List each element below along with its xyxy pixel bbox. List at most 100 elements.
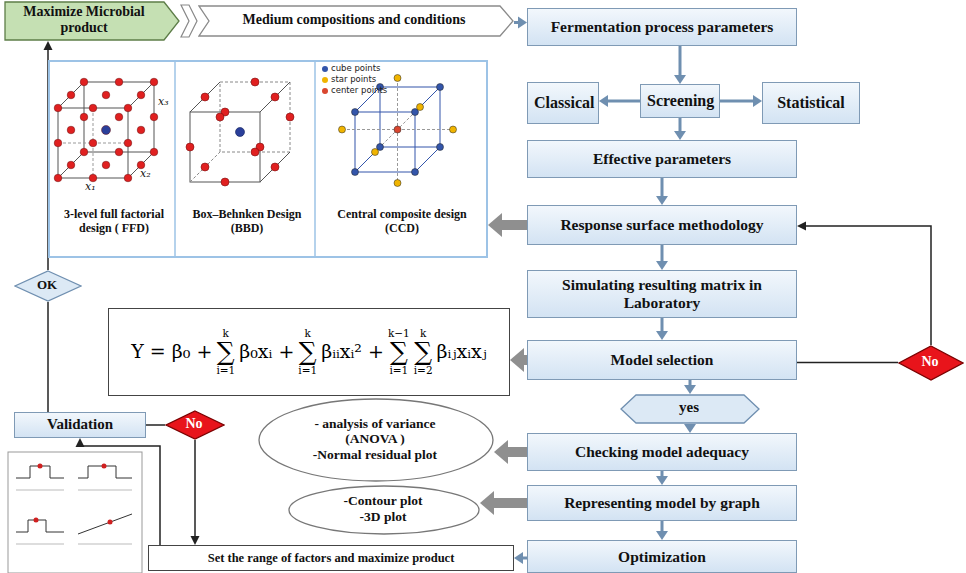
design-point	[124, 139, 132, 147]
node-shape	[199, 6, 513, 36]
connector-line	[607, 100, 640, 103]
equation-text: i=2	[414, 365, 433, 376]
design-point	[150, 113, 158, 121]
legend-text: star points	[331, 75, 376, 84]
flow-connector	[514, 552, 527, 564]
design-point	[80, 113, 88, 121]
design-point	[124, 104, 132, 112]
node-text: Medium compositions and conditions	[243, 12, 466, 28]
text-area: No	[177, 415, 211, 434]
node-shape	[899, 346, 963, 380]
node-text: - analysis of variance (ANOVA )	[289, 416, 462, 447]
flow-connector	[76, 438, 161, 545]
action-box: Set the range of factors and maximize pr…	[148, 545, 514, 571]
design-point	[89, 139, 97, 147]
equation-term: k−1∑i=1	[388, 328, 410, 376]
arrow-head	[518, 17, 527, 29]
node-text: No	[921, 354, 938, 370]
connector-line	[80, 446, 160, 545]
text-area: -Contour plot-3D plot	[313, 492, 453, 526]
design-point	[115, 113, 123, 121]
equation-term: Y = β₀ +	[131, 342, 212, 362]
text-area: Maximize Microbial product	[10, 4, 158, 36]
node-text: Classical	[534, 94, 592, 112]
arrow-head	[510, 348, 524, 372]
flow-connector	[684, 380, 696, 394]
equation-row: Y = β₀ +k∑i=1β₀xᵢ +k∑i=1βᵢᵢxᵢ² +k−1∑i=1k…	[117, 313, 501, 391]
design-point	[54, 104, 62, 112]
text-area: Model selection	[534, 344, 790, 376]
flow-connector	[656, 318, 668, 340]
design-point	[67, 161, 75, 169]
process-box: Optimization	[527, 540, 797, 573]
design-caption: Box–Behnken Design (BBD)	[182, 208, 312, 236]
connector-line	[689, 380, 692, 386]
text-area: Screening	[647, 88, 713, 114]
text-area: Set the range of factors and maximize pr…	[155, 549, 507, 567]
method-ellipse: - analysis of variance (ANOVA )-Normal r…	[258, 398, 494, 482]
legend-swatch	[322, 66, 328, 72]
design-point	[67, 91, 75, 99]
method-box: Statistical	[762, 82, 860, 124]
connector-line	[194, 440, 196, 537]
node-text: Checking model adequacy	[575, 443, 749, 461]
equation-text: ∑	[414, 339, 432, 365]
arrow-head	[797, 222, 806, 231]
arrow-head	[674, 75, 686, 84]
equation-text: i=1	[298, 365, 317, 376]
arrow-head	[753, 95, 762, 107]
connector-line	[661, 318, 664, 332]
text-area: Optimization	[534, 544, 790, 569]
node-text: Fermentation process parameters	[551, 18, 774, 36]
decision-diamond: No	[898, 345, 964, 381]
legend-row: star points	[322, 75, 376, 84]
equation-term: βᵢᵢxᵢ² +	[321, 342, 384, 362]
design-points	[186, 78, 294, 186]
node-text: Maximize Microbial product	[10, 4, 158, 36]
equation-text: ∑	[217, 339, 235, 365]
flow-connector	[599, 95, 640, 107]
arrow-head	[656, 476, 668, 485]
node-text: Optimization	[618, 548, 706, 566]
equation-text: i=1	[216, 365, 235, 376]
legend-text: center points	[331, 86, 387, 95]
flow-connector	[720, 95, 762, 107]
design-point	[150, 148, 158, 156]
chevron	[181, 5, 197, 37]
equation-text: Y = β₀ +	[131, 342, 212, 362]
connector-line	[679, 118, 682, 132]
flow-connector	[797, 222, 931, 346]
legend-swatch	[322, 77, 328, 83]
flow-connector	[480, 491, 527, 515]
connector-line	[689, 424, 692, 425]
decision-diamond: No	[165, 410, 225, 440]
design-point	[102, 161, 110, 169]
connector-line	[146, 424, 165, 426]
design-point	[137, 91, 145, 99]
screening-box: Screening	[640, 84, 720, 118]
node-text: Simulating resulting matrix in Laborator…	[534, 276, 790, 312]
design-point	[150, 78, 158, 86]
axis-label: x₃	[158, 96, 169, 108]
arrow-head	[656, 196, 668, 205]
design-point	[54, 139, 62, 147]
connector-line	[507, 447, 527, 457]
text-area: Fermentation process parameters	[534, 12, 790, 42]
design-point	[67, 126, 75, 134]
node-text: No	[185, 416, 202, 432]
arrow-head	[656, 531, 668, 540]
connector-line	[720, 100, 754, 103]
connector-line	[805, 226, 931, 345]
method-box: Classical	[527, 82, 599, 124]
design-point	[115, 148, 123, 156]
arrow-head	[480, 491, 494, 515]
text-area: Checking model adequacy	[534, 437, 790, 467]
legend-row: center points	[322, 86, 387, 95]
equation-box: Y = β₀ +k∑i=1β₀xᵢ +k∑i=1βᵢᵢxᵢ² +k−1∑i=1k…	[108, 308, 510, 396]
equation-text: k−1	[388, 328, 410, 339]
flow-connector	[674, 118, 686, 140]
flow-connector	[48, 302, 49, 412]
process-box: Effective parameters	[527, 140, 797, 178]
text-area: Classical	[534, 86, 592, 120]
